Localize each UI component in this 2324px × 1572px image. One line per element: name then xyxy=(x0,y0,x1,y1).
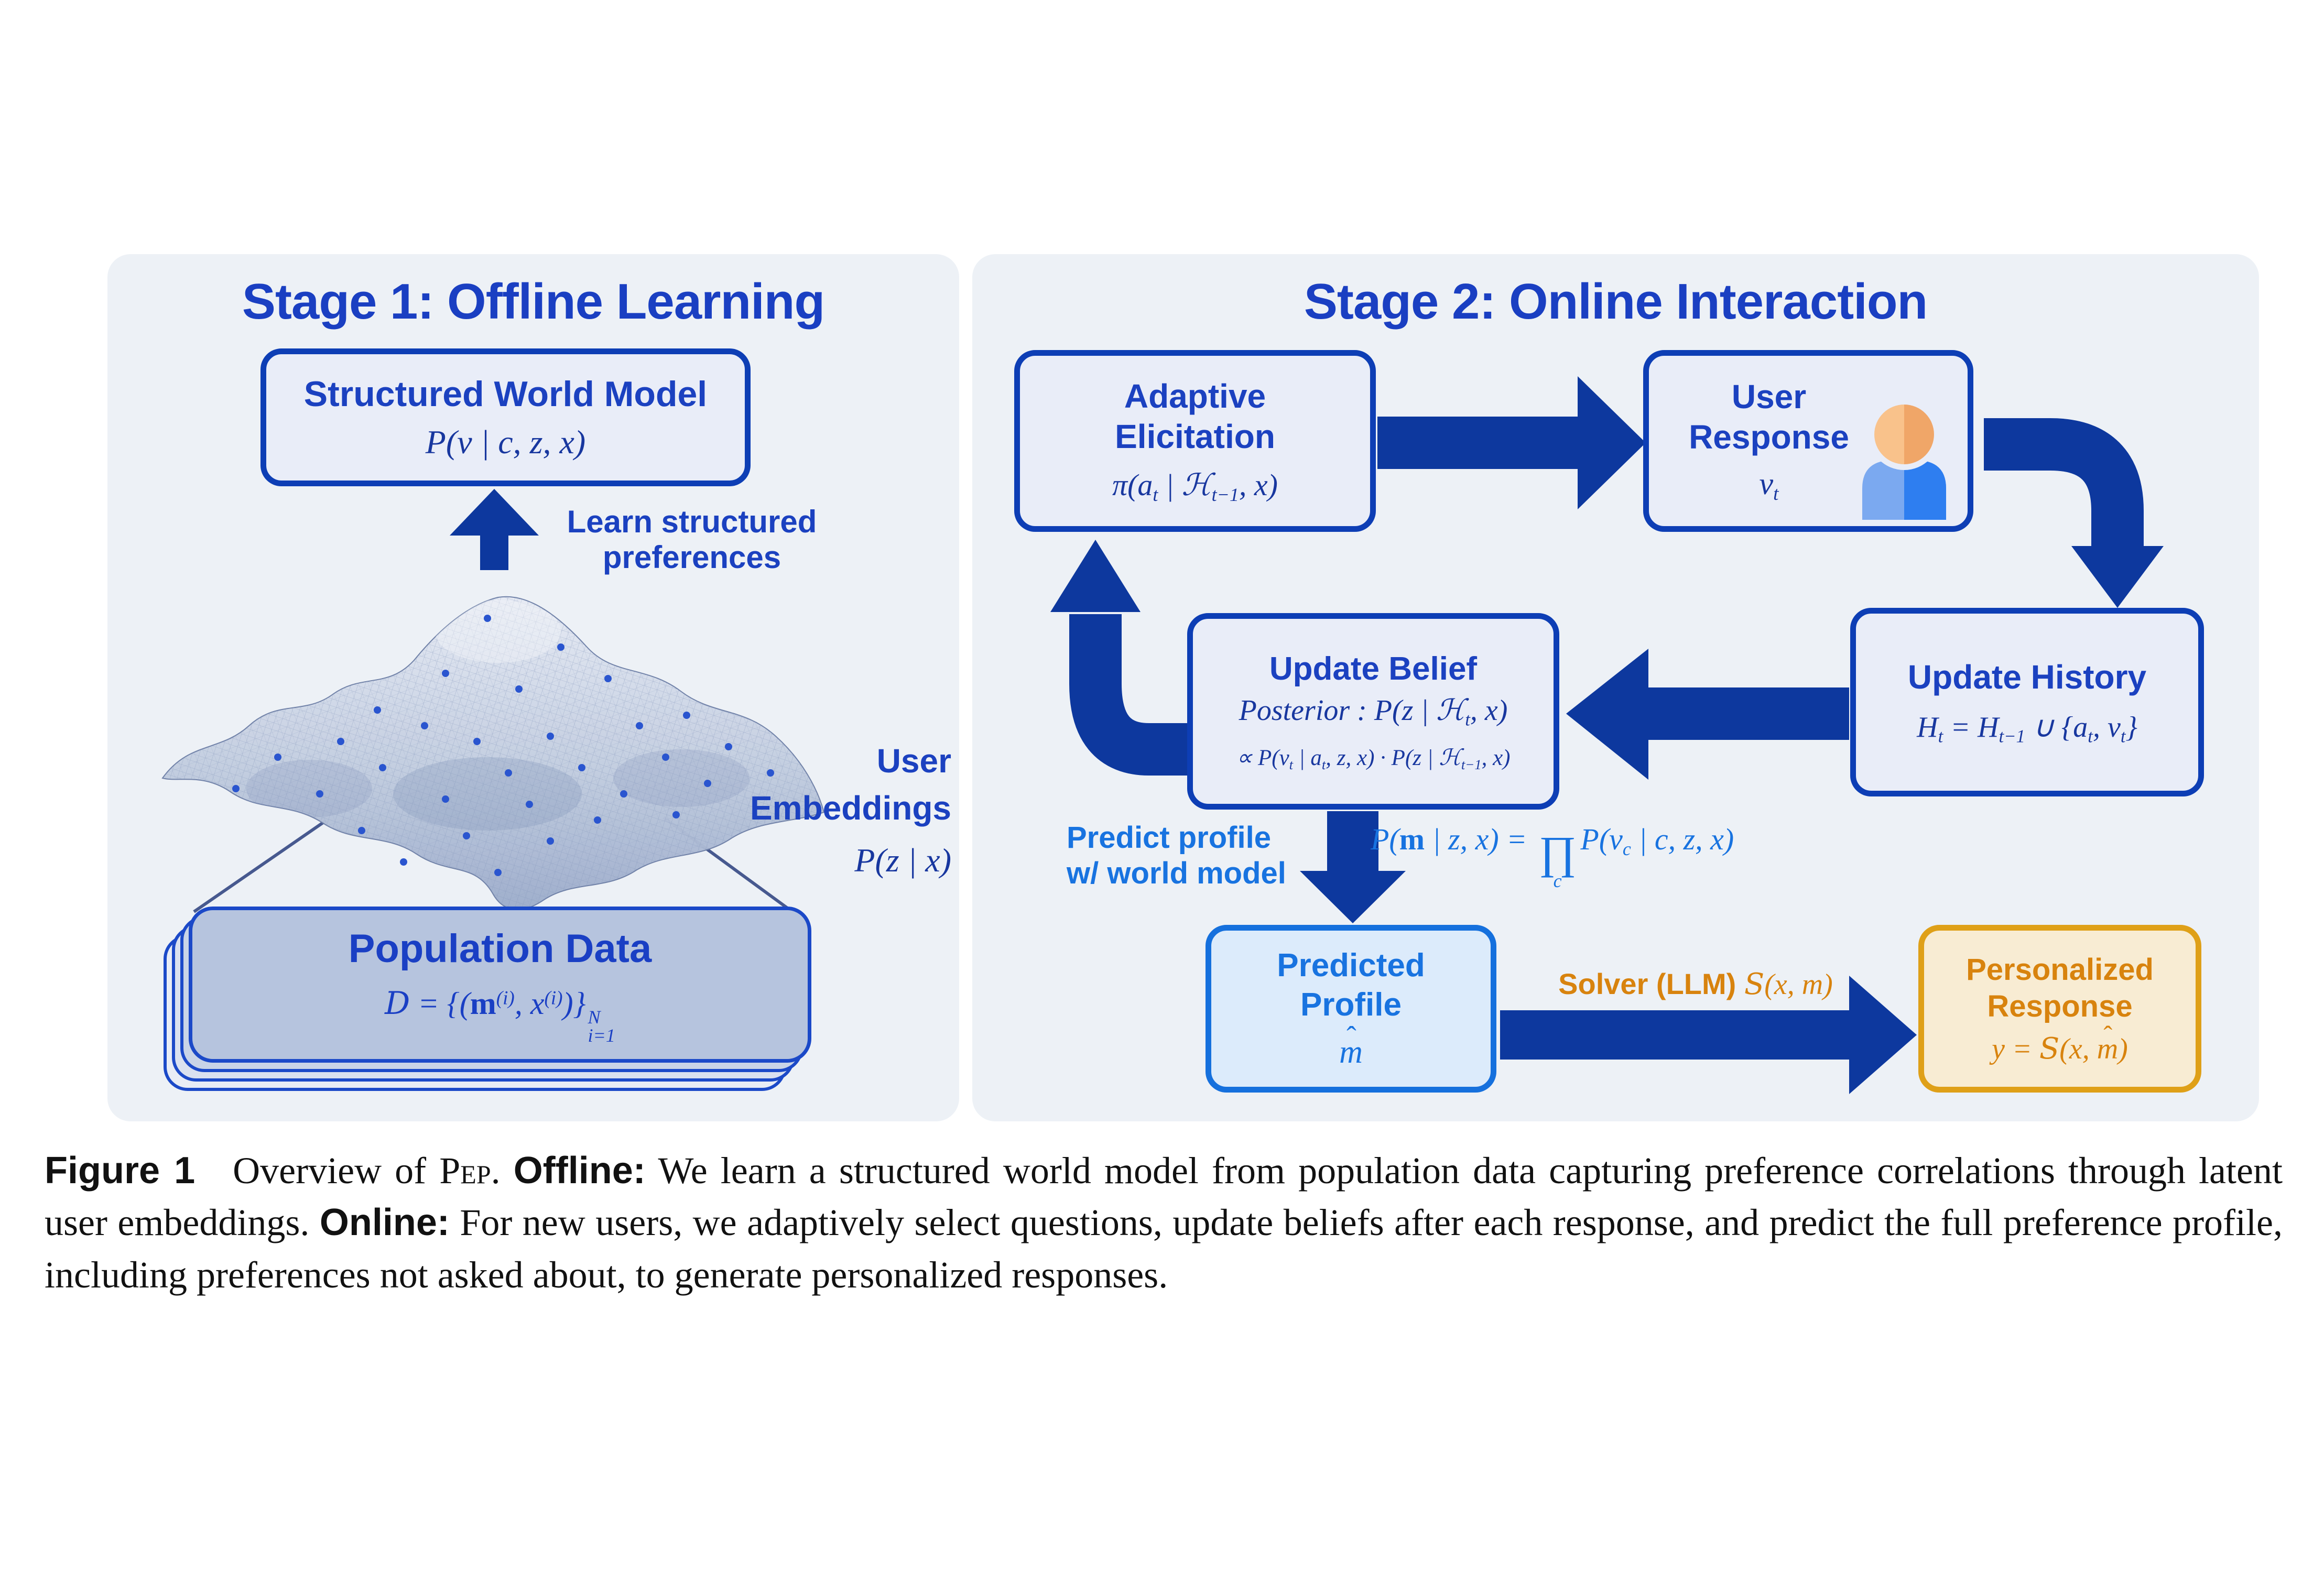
arrow-elicit-to-response xyxy=(1377,417,1579,469)
adaptive-elicitation-line2: Elicitation xyxy=(1115,417,1275,455)
update-belief-posterior-formula: Posterior : P(z | ℋt, x) xyxy=(1239,693,1508,729)
update-belief-box: Update Belief Posterior : P(z | ℋt, x) ∝… xyxy=(1187,613,1559,810)
user-response-line2: Response xyxy=(1689,418,1849,456)
population-data-title: Population Data xyxy=(348,926,652,971)
embedding-points xyxy=(232,615,774,876)
update-history-title: Update History xyxy=(1907,658,2147,696)
figure-caption: Figure 1 Overview of Pep. Offline: We le… xyxy=(45,1150,2283,1296)
arrow-response-to-history xyxy=(1984,418,2144,549)
predict-profile-label: Predict profile w/ world model xyxy=(1067,821,1286,891)
arrow-elicit-to-response-head xyxy=(1578,376,1646,509)
learn-structured-label: Learn structured preferences xyxy=(567,504,817,575)
user-avatar-icon xyxy=(1862,402,1946,520)
arrow-profile-to-response xyxy=(1500,1010,1850,1060)
arrow-learn-up-head xyxy=(450,489,539,536)
update-history-formula: Ht = Ht−1 ∪ {at, vt} xyxy=(1917,711,2137,747)
arrow-history-to-belief xyxy=(1647,687,1849,740)
structured-world-model-title: Structured World Model xyxy=(303,374,708,414)
stage1-title: Stage 1: Offline Learning xyxy=(242,274,825,330)
adaptive-elicitation-box: Adaptive Elicitation π(at | ℋt−1, x) xyxy=(1014,350,1376,532)
arrow-learn-up xyxy=(480,531,508,570)
user-embeddings-formula: P(z | x) xyxy=(854,842,951,879)
arrow-profile-to-response-head xyxy=(1849,976,1917,1094)
arrow-belief-to-profile xyxy=(1327,811,1378,873)
flow-arrows xyxy=(450,376,1917,1094)
predicted-profile-line1: Predicted xyxy=(1277,947,1425,984)
personalized-response-line2: Response xyxy=(1987,989,2133,1023)
arrow-response-to-history-head xyxy=(2071,546,2164,608)
arrow-belief-to-elicit-head xyxy=(1050,540,1141,612)
user-response-box: User Response vt xyxy=(1643,350,1973,532)
stage2-title: Stage 2: Online Interaction xyxy=(1304,274,1928,330)
adaptive-elicitation-line1: Adaptive xyxy=(1124,377,1266,415)
adaptive-elicitation-formula: π(at | ℋt−1, x) xyxy=(1112,467,1278,506)
personalized-response-line1: Personalized xyxy=(1966,952,2154,987)
user-embeddings-label: User Embeddings P(z | x) xyxy=(723,738,951,884)
update-belief-title: Update Belief xyxy=(1269,651,1478,687)
user-embeddings-surface xyxy=(161,596,825,910)
user-response-formula: vt xyxy=(1759,466,1779,505)
structured-world-model-formula: P(v | c, z, x) xyxy=(425,423,586,461)
user-response-line1: User xyxy=(1731,378,1807,416)
structured-world-model-box: Structured World Model P(v | c, z, x) xyxy=(260,348,751,486)
arrow-history-to-belief-head xyxy=(1566,649,1648,780)
update-history-box: Update History Ht = Ht−1 ∪ {at, vt} xyxy=(1850,608,2204,796)
projection-line-left xyxy=(193,819,327,913)
arrow-belief-to-elicit xyxy=(1069,614,1189,776)
solver-llm-label: Solver (LLM) S(x, m) xyxy=(1558,967,1833,1001)
update-belief-proportional-formula: ∝ P(vt | at, z, x) · P(z | ℋt−1, x) xyxy=(1236,744,1511,772)
arrow-belief-to-profile-head xyxy=(1300,871,1406,923)
predicted-profile-line2: Profile xyxy=(1300,986,1402,1023)
user-response-text: User Response vt xyxy=(1649,377,1968,505)
